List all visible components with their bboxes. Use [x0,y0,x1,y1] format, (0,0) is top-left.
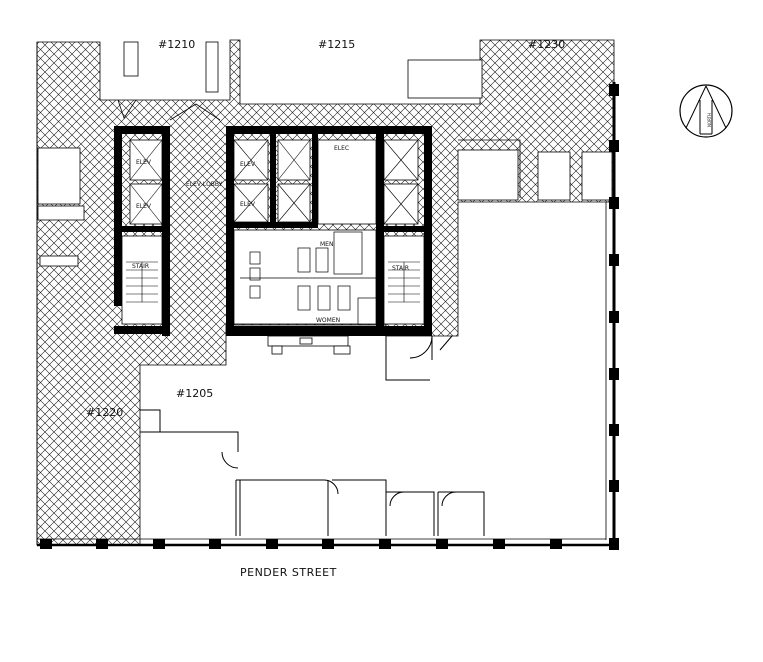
elevator-crosses [129,139,419,225]
unit-label-top-left: #1210 [158,38,195,51]
room-label-lobby: ELEV LOBBY [186,181,223,188]
void-left-room [37,147,81,205]
suite-1205-partitions [140,335,485,536]
void-right-alcove [457,149,519,201]
void-left-counter [37,205,85,221]
room-label-elev-2: ELEV [136,203,152,210]
room-label-elev-4: ELEV [240,201,256,208]
room-label-mens: MEN [320,241,333,248]
north-arrow-label: NORTH [707,113,712,127]
upper-voids [37,41,613,267]
unit-label-top-mid: #1215 [318,38,355,51]
street-label: PENDER STREET [240,566,337,579]
unit-label-1205: #1205 [176,387,213,400]
washroom-fixtures [240,231,377,325]
unit-label-1220: #1220 [86,406,123,419]
room-label-elec: ELEC [334,145,349,152]
room-label-stair-2: STAIR [392,265,409,272]
lobby-outline [117,99,521,198]
room-label-elev-3: ELEV [240,161,256,168]
window-columns [40,84,619,550]
room-label-elev-1: ELEV [136,159,152,166]
reception-desk [267,335,351,355]
labels: #1210 #1215 #1230 #1205 #1220 ELEV ELEV … [86,38,565,579]
void-col-2 [205,41,219,93]
room-label-stair-1: STAIR [132,263,149,270]
north-arrow-icon [685,85,727,135]
core-walls [114,126,432,336]
void-right-room-1 [537,151,571,201]
void-col-1 [123,41,139,77]
void-top-right-room [407,59,483,99]
void-right-room-2 [581,151,613,201]
void-left-shelf [39,255,79,267]
stair-treads [126,261,420,303]
north-arrow-circle [679,84,733,138]
north-arrow: NORTH [679,84,733,138]
room-label-womens: WOMEN [316,317,340,324]
unit-label-top-right: #1230 [528,38,565,51]
